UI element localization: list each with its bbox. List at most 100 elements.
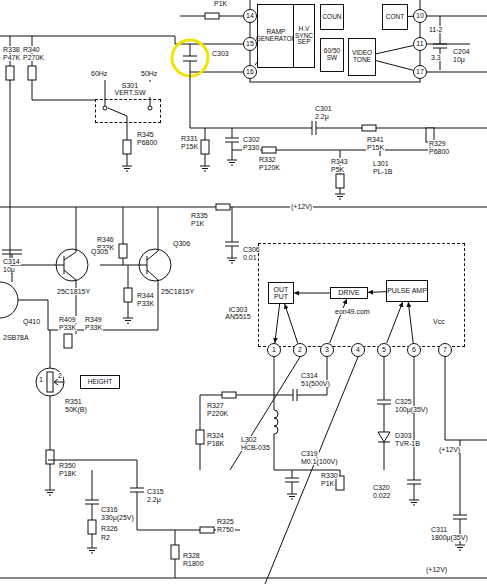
pin-circle: 11 (413, 37, 427, 51)
highlight-circle (172, 40, 208, 76)
part-label: R409 (58, 316, 77, 323)
pin-circle: 17 (413, 65, 427, 79)
part-label: L302 (240, 436, 258, 443)
pin-circle-outline (244, 66, 257, 79)
block-label: HEIGHT (88, 379, 113, 386)
pin-circle-outline (378, 344, 391, 357)
pin-circle-outline (244, 10, 257, 23)
schematic-stroke (2, 250, 22, 282)
pin-circle: 6 (407, 343, 421, 357)
part-label: P120K (258, 164, 281, 171)
part-label: C302 (242, 136, 261, 143)
resistor-symbol (119, 244, 127, 258)
schematic-stroke (0, 578, 487, 579)
part-label: P220K (206, 410, 229, 417)
part-label: C316 (100, 506, 119, 513)
part-label: M0.1(100V) (300, 458, 339, 465)
part-label: TVR-1B (394, 440, 421, 447)
schematic-stroke (265, 357, 358, 584)
resistor-symbol (216, 204, 230, 210)
pin-circle: 1 (267, 343, 281, 357)
ic-block: COUN (320, 4, 344, 30)
part-label: 0.022 (372, 492, 392, 499)
block-label: 60/50 SW (322, 48, 342, 62)
part-label: P1K (320, 480, 335, 487)
part-label: 3.3 (430, 54, 442, 61)
part-label: R332 (258, 156, 277, 163)
part-label: C314 (2, 258, 21, 265)
schematic-stroke (123, 318, 133, 323)
part-label: R331 (180, 135, 199, 142)
part-label: P1K (190, 220, 205, 227)
pin-circle-outline (294, 344, 307, 357)
resistor-symbol (201, 140, 209, 154)
part-label: R349 (84, 316, 103, 323)
part-label: R330 (320, 472, 339, 479)
part-label: C311 (430, 526, 448, 533)
part-label: D303 (394, 432, 413, 439)
signal-connector (376, 61, 413, 71)
part-label: 50Hz (140, 70, 158, 77)
part-label: 2SB78A (2, 334, 30, 341)
part-label: C204 (452, 48, 471, 55)
part-label: P330 (242, 144, 260, 151)
schematic-stroke (274, 357, 327, 401)
ic-block: VIDEO TONE (348, 38, 376, 76)
part-label: P1K (213, 0, 228, 7)
pin-circle-outline (414, 10, 427, 23)
schematic-stroke (409, 500, 419, 505)
resistor-symbol (171, 545, 179, 559)
part-label: Q306 (172, 240, 191, 247)
schematic-stroke (190, 72, 487, 135)
schematic-stroke (0, 207, 487, 208)
schematic-stroke (87, 548, 97, 553)
part-label: R750 (216, 526, 235, 533)
block-label: DRIVE (338, 289, 359, 296)
part-label: R344 (136, 292, 155, 299)
part-label: R340 (22, 46, 41, 53)
part-label: 1800μ(35V) (430, 534, 469, 541)
pin-number: 5 (382, 346, 386, 353)
schematic-stroke (47, 372, 53, 392)
part-label: P6800 (136, 139, 158, 146)
part-label: C314 (300, 372, 319, 379)
part-label: C301 (314, 105, 333, 112)
pin-number: 3 (325, 346, 329, 353)
resistor-symbol (88, 520, 96, 534)
block-label: H.V SYNC SEP (295, 26, 313, 46)
resistor-symbol (6, 66, 14, 80)
block-label: COUN (322, 14, 341, 21)
schematic-stroke (148, 106, 152, 110)
pin-circle-outline (268, 344, 281, 357)
pin-circle: 3 (320, 343, 334, 357)
part-label: R329 (428, 140, 447, 147)
part-label: P270K (22, 54, 45, 61)
resistor-symbol (222, 392, 236, 398)
part-label: R2 (100, 534, 111, 541)
block-label: RAMP GENERATOR (256, 29, 297, 43)
pin-number: 15 (246, 40, 254, 47)
part-label: 2.2μ (146, 496, 162, 503)
signal-connector (285, 304, 298, 343)
ic-block: CONT (382, 4, 408, 30)
block-label: IC303 AN5515 (221, 306, 255, 321)
schematic-stroke (48, 460, 137, 461)
pin-circle: 5 (377, 343, 391, 357)
schematic-stroke (50, 330, 51, 490)
part-label: 11-2 (428, 26, 444, 33)
schematic-stroke (427, 16, 487, 72)
capacitor-symbol (225, 128, 239, 160)
part-label: R351 (64, 398, 83, 405)
pin-number: 1 (272, 346, 276, 353)
part-label: (+12V) (290, 203, 313, 210)
ic-block: PULSE AMP (386, 280, 428, 302)
part-label: P15K (180, 143, 199, 150)
part-label: R338 (2, 46, 21, 53)
part-label: R346 (96, 236, 115, 243)
part-label: 1 (38, 376, 44, 383)
pin-number: 14 (246, 12, 254, 19)
capacitor-symbol (433, 16, 447, 70)
coil-symbol (274, 410, 278, 434)
